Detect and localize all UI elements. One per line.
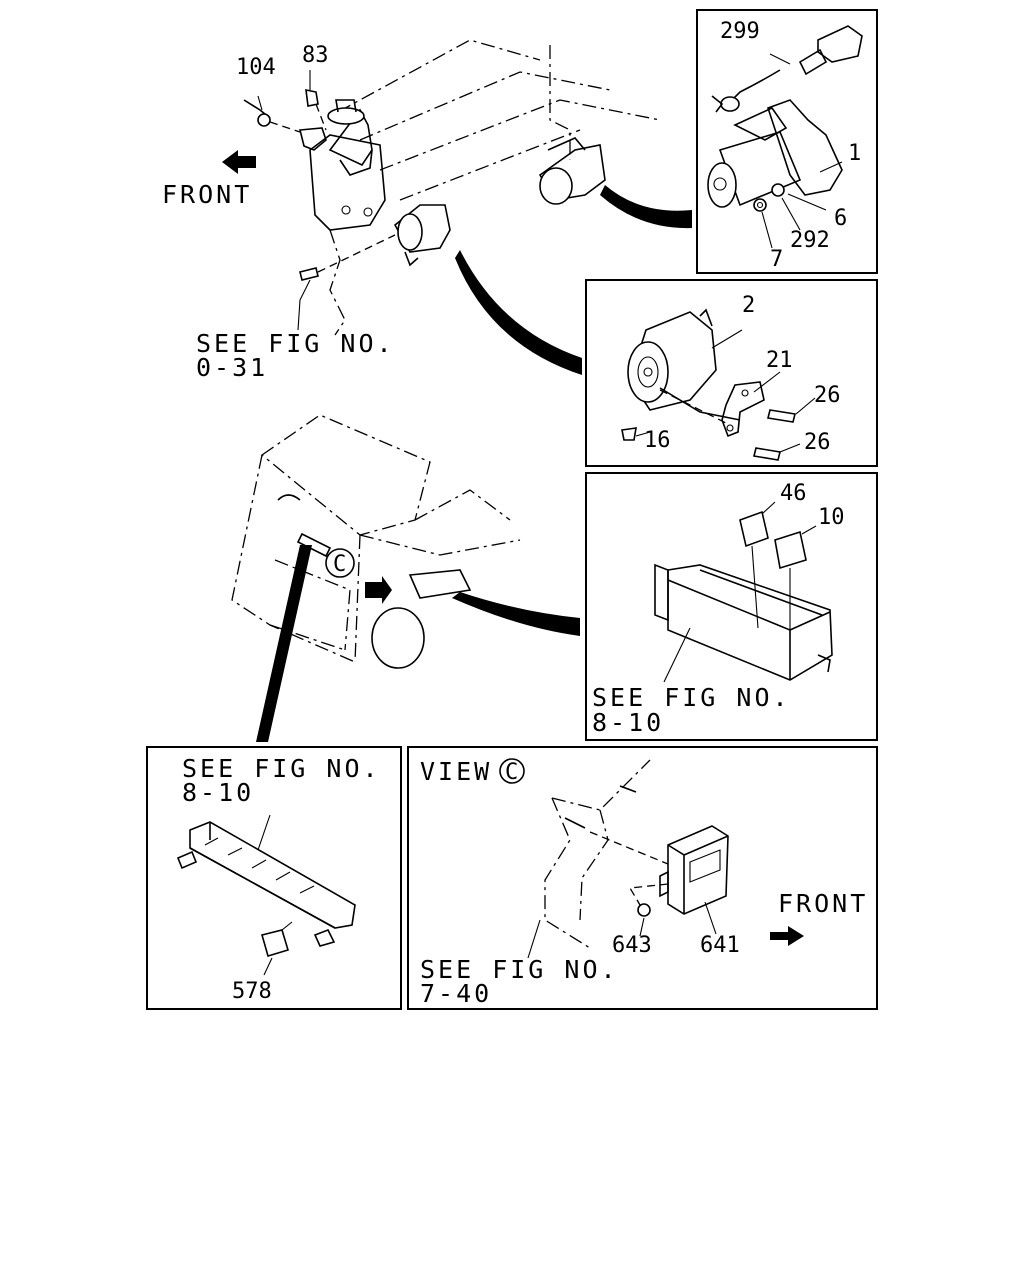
part-label-10: 10 bbox=[818, 505, 845, 530]
view-c-letter: C bbox=[505, 760, 518, 785]
alternator-panel: 2 21 26 16 26 bbox=[585, 279, 878, 467]
bracket-panel: SEE FIG NO. 8-10 578 bbox=[146, 746, 402, 1010]
engine-assembly bbox=[243, 39, 661, 336]
leader-relay-box bbox=[452, 592, 580, 636]
part-label-26-lower: 26 bbox=[804, 430, 831, 455]
front-label-top: FRONT bbox=[162, 180, 252, 209]
part-label-578: 578 bbox=[232, 979, 272, 1004]
part-label-641: 641 bbox=[700, 933, 740, 958]
leader-alternator bbox=[455, 250, 582, 375]
reference-bracket-line1: SEE FIG NO. bbox=[182, 754, 381, 783]
reference-bracket-line2: 8-10 bbox=[182, 778, 254, 807]
part-label-21: 21 bbox=[766, 348, 793, 373]
part-label-2: 2 bbox=[742, 293, 755, 318]
view-c-circle bbox=[499, 758, 525, 784]
part-label-292: 292 bbox=[790, 228, 830, 253]
part-label-104: 104 bbox=[236, 55, 276, 80]
reference-relay-line1: SEE FIG NO. bbox=[592, 683, 791, 712]
starter-panel: 299 1 6 292 7 bbox=[696, 9, 878, 274]
front-label-view-c: FRONT bbox=[778, 889, 868, 918]
leader-starter bbox=[600, 185, 692, 229]
reference-line1: SEE FIG NO. bbox=[196, 329, 395, 358]
callout-c-letter: C bbox=[333, 552, 346, 577]
part-label-46: 46 bbox=[780, 481, 807, 506]
part-label-16: 16 bbox=[644, 428, 671, 453]
front-indicator-top: FRONT bbox=[162, 150, 256, 209]
part-label-26-upper: 26 bbox=[814, 383, 841, 408]
callout-c-circle bbox=[325, 548, 355, 578]
reference-fig-0-31: SEE FIG NO. 0-31 bbox=[196, 329, 395, 382]
view-c-label: VIEW bbox=[420, 757, 492, 786]
reference-7-40-line1: SEE FIG NO. bbox=[420, 955, 619, 984]
view-c-panel: VIEW C 643 641 FRONT SEE FIG NO. 7-40 bbox=[407, 746, 878, 1010]
leader-bracket bbox=[256, 545, 312, 742]
part-label-1: 1 bbox=[848, 141, 861, 166]
part-label-643: 643 bbox=[612, 933, 652, 958]
part-label-83: 83 bbox=[302, 43, 329, 68]
reference-7-40-line2: 7-40 bbox=[420, 979, 492, 1008]
relay-box-panel: 46 10 SEE FIG NO. 8-10 bbox=[585, 472, 878, 741]
truck-cab: C bbox=[231, 414, 521, 669]
reference-relay-line2: 8-10 bbox=[592, 708, 664, 737]
reference-line2: 0-31 bbox=[196, 353, 268, 382]
part-label-6: 6 bbox=[834, 206, 847, 231]
part-label-7: 7 bbox=[770, 247, 783, 272]
part-label-299: 299 bbox=[720, 19, 760, 44]
front-arrow-view-c bbox=[770, 926, 804, 946]
